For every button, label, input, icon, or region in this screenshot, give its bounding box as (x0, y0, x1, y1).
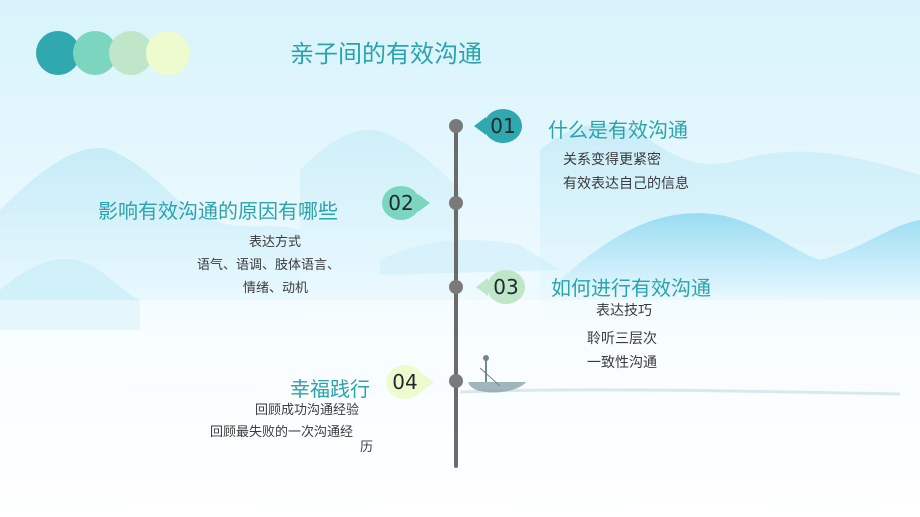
timeline-dot-3 (449, 280, 463, 294)
badge-01-pointer (474, 117, 486, 135)
item-04-line-1: 回顾成功沟通经验 (255, 403, 360, 418)
decor-circle-4 (146, 31, 190, 75)
item-02-line-3: 情绪、动机 (243, 281, 309, 296)
item-01-line-2: 有效表达自己的信息 (563, 176, 689, 192)
item-04-heading: 幸福践行 (290, 377, 370, 401)
timeline-line (454, 122, 458, 468)
decor-circle-3 (109, 31, 153, 75)
item-03-line-1: 表达技巧 (596, 303, 652, 319)
item-03-line-2: 聆听三层次 (587, 331, 657, 347)
item-03-heading: 如何进行有效沟通 (551, 276, 711, 300)
timeline-dot-1 (449, 119, 463, 133)
item-01-line-1: 关系变得更紧密 (563, 152, 661, 168)
decor-circle-1 (36, 31, 80, 75)
timeline-dot-4 (449, 374, 463, 388)
item-04-line-2: 回顾最失败的一次沟通经 (210, 425, 354, 440)
badge-01: 01 (484, 109, 522, 143)
item-03-line-3: 一致性沟通 (587, 355, 657, 371)
badge-02-pointer (418, 194, 430, 212)
badge-04-pointer (422, 373, 434, 391)
page-title: 亲子间的有效沟通 (290, 40, 482, 68)
item-02-line-2: 语气、语调、肢体语言、 (197, 258, 341, 273)
item-02-line-1: 表达方式 (249, 235, 302, 250)
badge-03-pointer (476, 278, 488, 296)
item-04-line-3: 历 (360, 440, 374, 455)
badge-03: 03 (487, 270, 525, 304)
timeline-dot-2 (449, 196, 463, 210)
item-01-heading: 什么是有效沟通 (548, 118, 688, 142)
badge-02: 02 (382, 186, 420, 220)
item-02-heading: 影响有效沟通的原因有哪些 (98, 199, 338, 223)
badge-04: 04 (386, 365, 424, 399)
